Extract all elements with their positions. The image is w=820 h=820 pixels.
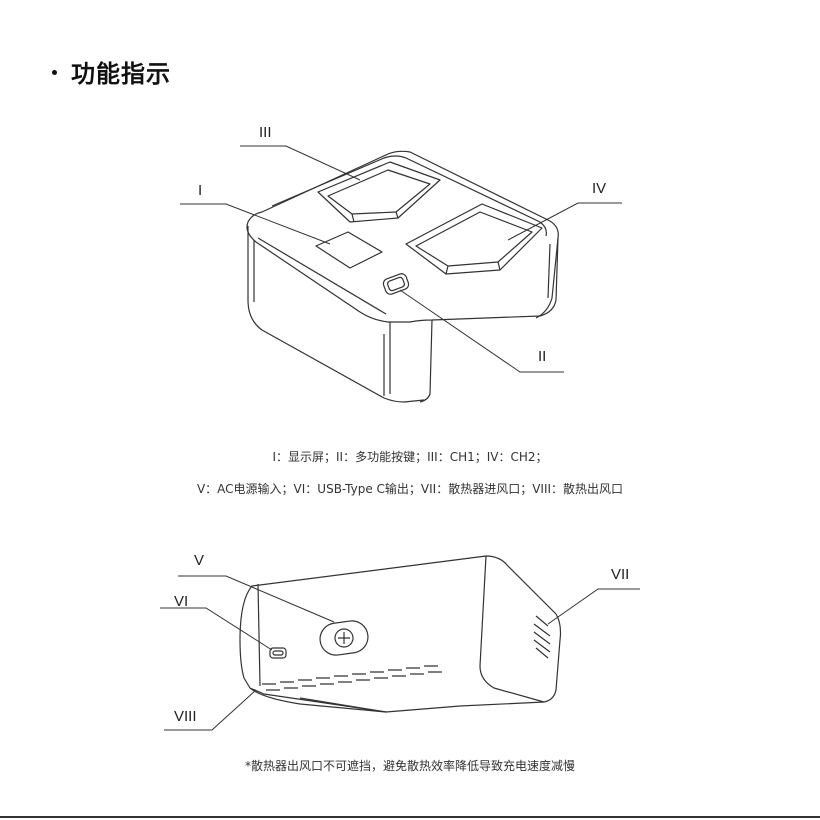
label-I: I — [198, 182, 202, 199]
label-II: II — [538, 348, 546, 365]
bottom-divider — [0, 816, 820, 818]
vent-warning-note: *散热器出风口不可遮挡，避免散热效率降低导致充电速度减慢 — [0, 757, 820, 774]
leader-VII — [548, 589, 640, 624]
caption-line-1: I：显示屏；II：多功能按键；III：CH1；IV：CH2； — [0, 448, 820, 465]
label-VII: VII — [611, 566, 629, 583]
label-V: V — [194, 552, 204, 569]
label-VIII: VIII — [174, 708, 197, 725]
label-III: III — [259, 124, 272, 141]
exhaust-vent — [262, 666, 442, 712]
label-VI: VI — [174, 593, 188, 610]
leader-V — [178, 576, 334, 622]
label-IV: IV — [592, 180, 606, 197]
intake-vent — [534, 616, 550, 658]
leader-VI — [160, 608, 272, 650]
caption-line-2: V：AC电源输入；VI：USB-Type C输出；VII：散热器进风口；VIII… — [0, 480, 820, 497]
